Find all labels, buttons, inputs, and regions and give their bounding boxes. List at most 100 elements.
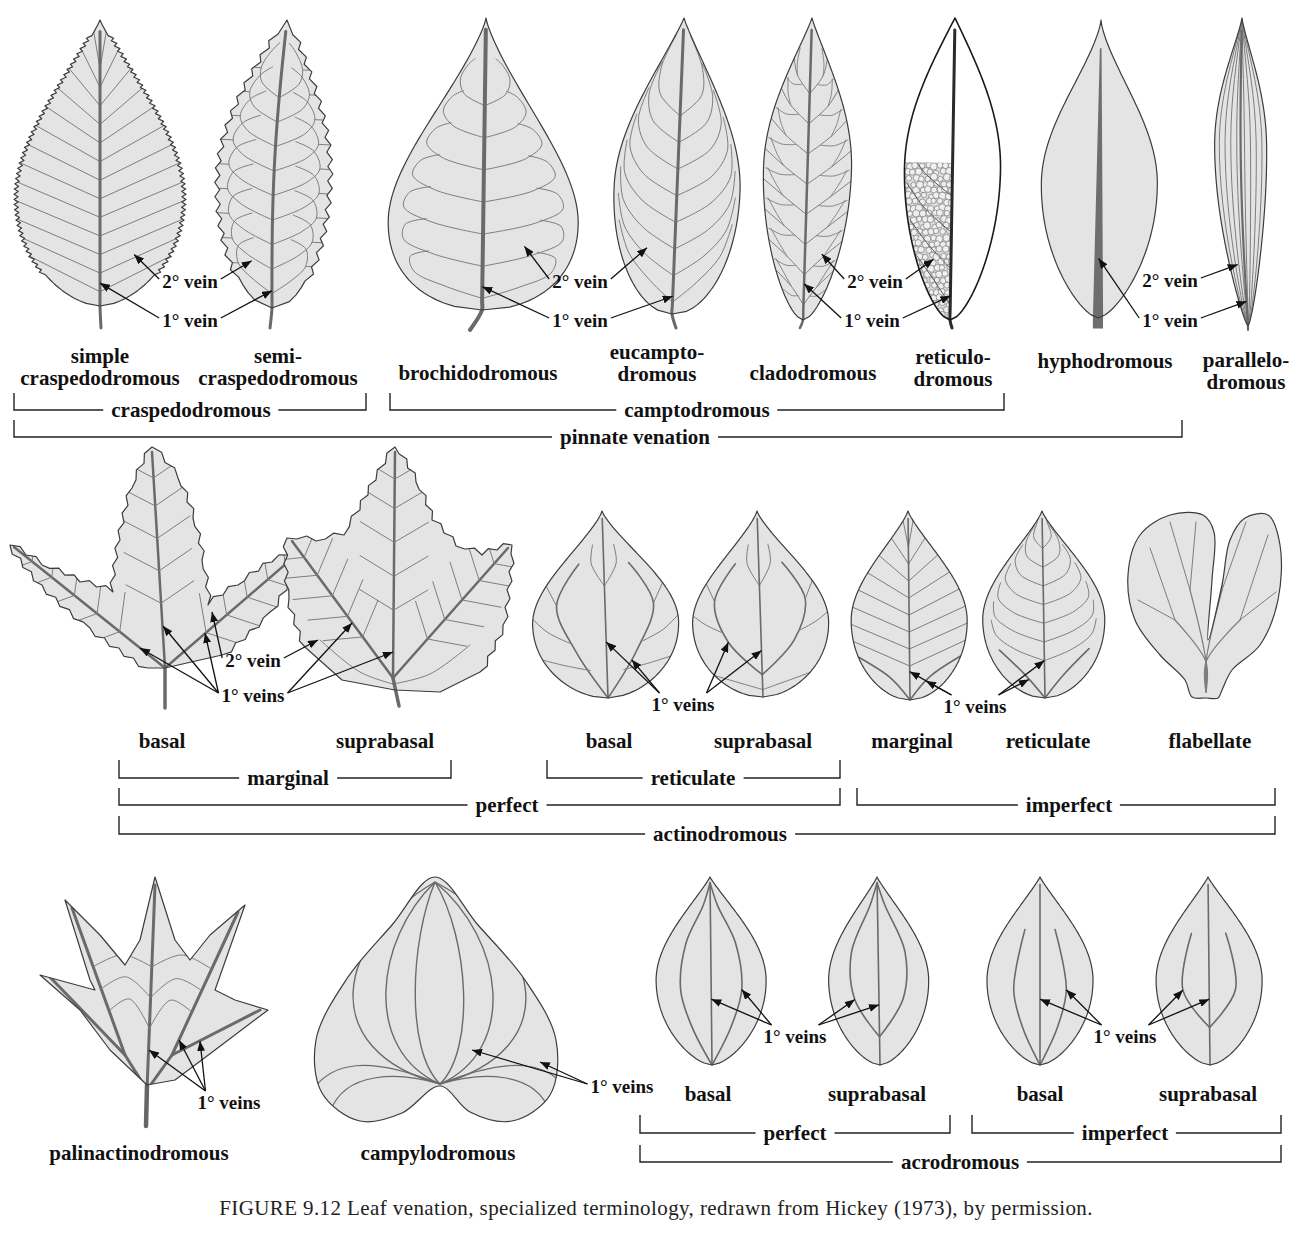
leader-arrow xyxy=(472,1050,587,1084)
venation-term: cladodromous xyxy=(750,362,877,384)
leader-arrow xyxy=(140,648,218,693)
leader-arrow xyxy=(707,651,762,694)
leader-arrow xyxy=(1201,301,1247,318)
vein-callout: 1° veins xyxy=(651,694,714,716)
venation-term: parallelo- dromous xyxy=(1203,349,1289,393)
vein-callout: 2° vein xyxy=(847,271,903,293)
leaf-acrodromous-basal-perfect xyxy=(656,877,766,1065)
vein-callout: 2° vein xyxy=(225,650,281,672)
leader-arrow xyxy=(999,661,1045,695)
leaf-suprabasal-reticulate xyxy=(690,511,830,697)
leaf-acrodromous-suprabasal-perfect xyxy=(829,877,929,1065)
leader-arrow xyxy=(819,1000,855,1025)
venation-term: suprabasal xyxy=(714,730,812,752)
leader-arrow xyxy=(611,296,673,318)
leader-arrows xyxy=(100,246,1247,1091)
venation-term: basal xyxy=(685,1083,732,1105)
leader-arrow xyxy=(819,1005,880,1025)
venation-term: basal xyxy=(586,730,633,752)
leaf-basal-reticulate xyxy=(530,511,681,698)
leader-arrow xyxy=(1099,258,1140,318)
bracket-label: marginal xyxy=(239,767,337,789)
leader-arrow xyxy=(632,660,660,693)
leaf-acrodromous-suprabasal-imperfect xyxy=(1156,877,1262,1065)
venation-term: reticulate xyxy=(1006,730,1091,752)
venation-term: suprabasal xyxy=(1159,1083,1257,1105)
venation-term: eucampto- dromous xyxy=(610,341,704,385)
bracket-label: acrodromous xyxy=(893,1151,1027,1173)
venation-term: suprabasal xyxy=(828,1083,926,1105)
bracket-label: craspedodromous xyxy=(103,399,278,421)
vein-callout: 1° vein xyxy=(162,310,218,332)
leader-arrow xyxy=(926,681,952,695)
vein-callout: 1° vein xyxy=(844,310,900,332)
bracket-label: perfect xyxy=(756,1122,835,1144)
leader-arrow xyxy=(205,633,218,693)
leader-arrow xyxy=(100,283,159,318)
leader-arrow xyxy=(179,1040,205,1091)
venation-term: reticulo- dromous xyxy=(914,346,993,390)
venation-term: suprabasal xyxy=(336,730,434,752)
leader-arrow xyxy=(611,248,647,279)
bracket-label: imperfect xyxy=(1018,794,1120,816)
leaf-brochidodromous xyxy=(388,18,578,330)
leader-arrow xyxy=(221,261,252,279)
leader-arrow xyxy=(288,623,352,693)
venation-term: palinactinodromous xyxy=(49,1142,228,1164)
leaf-cladodromous xyxy=(761,18,853,328)
leader-arrow xyxy=(134,255,159,279)
leader-arrow xyxy=(149,1050,205,1091)
leader-arrow xyxy=(288,652,393,693)
leader-arrow xyxy=(711,999,771,1025)
leader-arrow xyxy=(1149,999,1210,1025)
leaf-acrodromous-basal-imperfect xyxy=(987,877,1093,1065)
leaf-flabellate xyxy=(1128,512,1282,698)
bracket-label: perfect xyxy=(468,794,547,816)
leaf-reticulate-imperfect xyxy=(983,507,1105,698)
venation-term: brochidodromous xyxy=(398,362,557,384)
leader-arrow xyxy=(707,642,729,693)
bracket-label: camptodromous xyxy=(616,399,777,421)
bracket-label: reticulate xyxy=(643,767,744,789)
vein-callout: 1° veins xyxy=(1093,1026,1156,1048)
leader-arrow xyxy=(482,287,549,318)
vein-callout: 2° vein xyxy=(552,271,608,293)
leaf-suprabasal-marginal xyxy=(265,447,534,706)
leaf-reticulodromous xyxy=(890,18,1000,328)
venation-term: semi- craspedodromous xyxy=(198,345,357,389)
leader-arrow xyxy=(284,640,318,658)
leader-arrow xyxy=(540,1062,587,1084)
vein-callout: 2° vein xyxy=(1142,270,1198,292)
vein-callout: 1° veins xyxy=(590,1076,653,1098)
leaf-eucamptodromous xyxy=(614,18,740,328)
leader-arrow xyxy=(804,284,841,318)
leaf-basal-marginal xyxy=(0,447,323,708)
leader-arrow xyxy=(1066,990,1101,1025)
venation-term: basal xyxy=(1017,1083,1064,1105)
leader-arrow xyxy=(999,680,1029,695)
leader-arrow xyxy=(906,259,934,279)
leader-arrow xyxy=(903,296,951,318)
vein-callout: 1° vein xyxy=(1142,310,1198,332)
bracket-label: imperfect xyxy=(1074,1122,1176,1144)
bracket-label: actinodromous xyxy=(645,823,795,845)
leader-arrow xyxy=(1040,999,1101,1025)
leaf-campylodromous xyxy=(302,877,578,1122)
leader-arrow xyxy=(200,1041,205,1091)
leaf-palinactinodromous xyxy=(40,877,268,1126)
leader-arrow xyxy=(221,291,272,318)
leader-arrow xyxy=(910,672,952,695)
venation-term: flabellate xyxy=(1169,730,1252,752)
venation-term: hyphodromous xyxy=(1037,350,1172,372)
venation-term: simple craspedodromous xyxy=(20,345,179,389)
vein-callout: 1° veins xyxy=(197,1092,260,1114)
vein-callout: 1° vein xyxy=(552,310,608,332)
leader-arrow xyxy=(606,642,659,693)
leader-arrow xyxy=(163,626,218,693)
leader-arrow xyxy=(1149,990,1183,1025)
venation-term: campylodromous xyxy=(361,1142,516,1164)
leaf-marginal-imperfect xyxy=(848,511,970,700)
vein-callout: 1° veins xyxy=(943,696,1006,718)
leader-arrow xyxy=(1201,265,1238,278)
